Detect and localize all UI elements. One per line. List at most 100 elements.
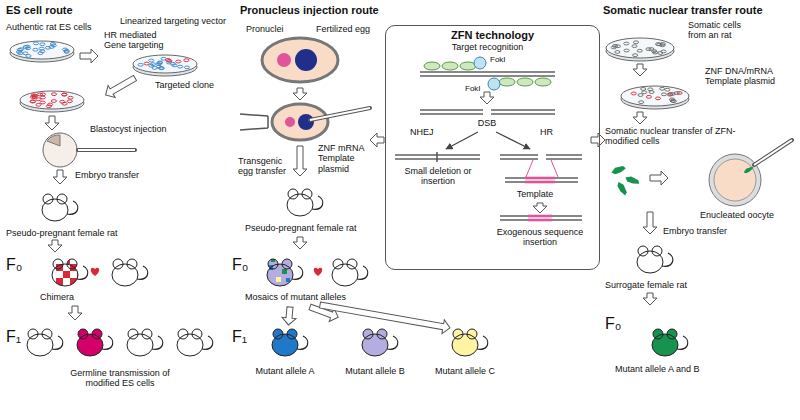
hollow-arrow [48, 240, 62, 252]
hollow-arrow [68, 306, 82, 320]
heart-symbol [314, 268, 322, 276]
label: Pseudo-pregnant female rat [6, 228, 118, 238]
indel-mark [436, 152, 438, 162]
rat-figure [329, 257, 368, 289]
hollow-arrow [293, 237, 307, 249]
label: Transgenic egg transfer [238, 156, 296, 177]
label: Target recognition [430, 42, 545, 52]
foki-domain [488, 78, 500, 90]
transfer-cell [743, 165, 755, 174]
label: Exogenous sequence insertion [494, 227, 586, 248]
label: Germline transmission of modified ES cel… [55, 368, 185, 389]
label: Linearized targeting vector [120, 16, 226, 26]
arrow-line [446, 132, 478, 149]
panel-title: ZFN technology [386, 26, 599, 41]
label: HR [540, 127, 553, 137]
label: Chimera [40, 292, 74, 302]
zinc-finger [517, 78, 533, 86]
label: Somatic cells from an rat [688, 20, 760, 41]
hollow-arrow [643, 293, 657, 305]
generation-label: F₀ [605, 315, 621, 333]
modified-cell [624, 175, 640, 186]
generation-label: F₀ [6, 256, 22, 274]
rat-figure [284, 187, 323, 219]
label: FokI [490, 55, 506, 64]
modified-cell [610, 164, 626, 175]
label: Embryo transfer [75, 170, 139, 180]
label: FokI [465, 84, 481, 93]
label: Mutant allele A [245, 366, 325, 376]
rat-figure [269, 327, 308, 359]
rat-figure [649, 327, 688, 359]
label: Blastocyst injection [90, 124, 167, 134]
label: Mutant allele A and B [615, 364, 700, 374]
rat-figure [264, 257, 303, 289]
hollow-arrow [370, 133, 384, 147]
zinc-finger [424, 62, 440, 70]
petri-dish [133, 55, 197, 76]
hollow-arrow [53, 170, 67, 184]
pipette [754, 140, 792, 165]
dna-strand [491, 110, 555, 114]
label: Embryo transfer [663, 226, 727, 236]
hollow-arrow [80, 49, 98, 63]
label: Pseudo-pregnant female rat [245, 223, 357, 233]
label: HR mediated Gene targeting [104, 30, 176, 51]
rat-figure [24, 327, 63, 359]
generation-label: F₁ [232, 328, 247, 346]
label: Mutant allele B [335, 366, 415, 376]
dna-strand [528, 216, 552, 220]
zinc-finger [499, 78, 515, 86]
hollow-arrow [643, 212, 657, 234]
rat-figure [124, 327, 163, 359]
generation-label: F₁ [6, 328, 21, 346]
hollow-arrow [102, 72, 138, 101]
hollow-arrow [633, 64, 647, 76]
pipette [78, 150, 135, 151]
label: Enucleated oocyte [700, 210, 774, 220]
label: ZNF mRNA Template plasmid [318, 143, 382, 174]
hollow-arrow [633, 112, 647, 124]
rat-figure [449, 327, 488, 359]
rat-figure [359, 327, 398, 359]
label: Mutant allele C [425, 366, 505, 376]
label: Fertilized egg [316, 24, 370, 34]
dna-strand [500, 155, 538, 159]
dna-strand [420, 72, 555, 76]
hollow-arrow [281, 306, 297, 325]
fertilized-egg [262, 38, 338, 82]
dna-strand [505, 178, 578, 182]
dna-strand [546, 155, 582, 159]
petri-dish [621, 86, 689, 109]
route-title: Somatic nuclear transfer route [603, 4, 763, 17]
petri-dish [10, 41, 74, 62]
heart-symbol [91, 268, 99, 276]
zinc-finger [442, 62, 458, 70]
zinc-finger [535, 78, 551, 86]
rat-figure [109, 257, 148, 289]
hollow-arrow [650, 171, 668, 185]
hollow-arrow [319, 298, 451, 335]
petri-dish [606, 38, 674, 61]
blastocyst [43, 133, 77, 167]
holding-pipette [240, 114, 268, 130]
pipette [310, 108, 370, 120]
foki-domain [474, 57, 486, 69]
dna-strand [525, 178, 555, 182]
recombination-line [526, 160, 558, 177]
generation-label: F₀ [232, 256, 248, 274]
label: Authentic rat ES cells [6, 22, 92, 32]
label: Pronuclei [246, 24, 284, 34]
dna-strand [420, 110, 483, 114]
rat-figure [634, 244, 673, 276]
hollow-arrow [293, 88, 307, 100]
dna-strand [500, 216, 582, 220]
arrow-line [496, 132, 530, 149]
rat-figure [74, 327, 113, 359]
hollow-arrow [591, 133, 605, 147]
rat-figure [39, 192, 78, 224]
hollow-arrow [533, 203, 547, 213]
hollow-arrow [480, 92, 494, 104]
label: Mosaics of mutant alleles [245, 292, 346, 302]
